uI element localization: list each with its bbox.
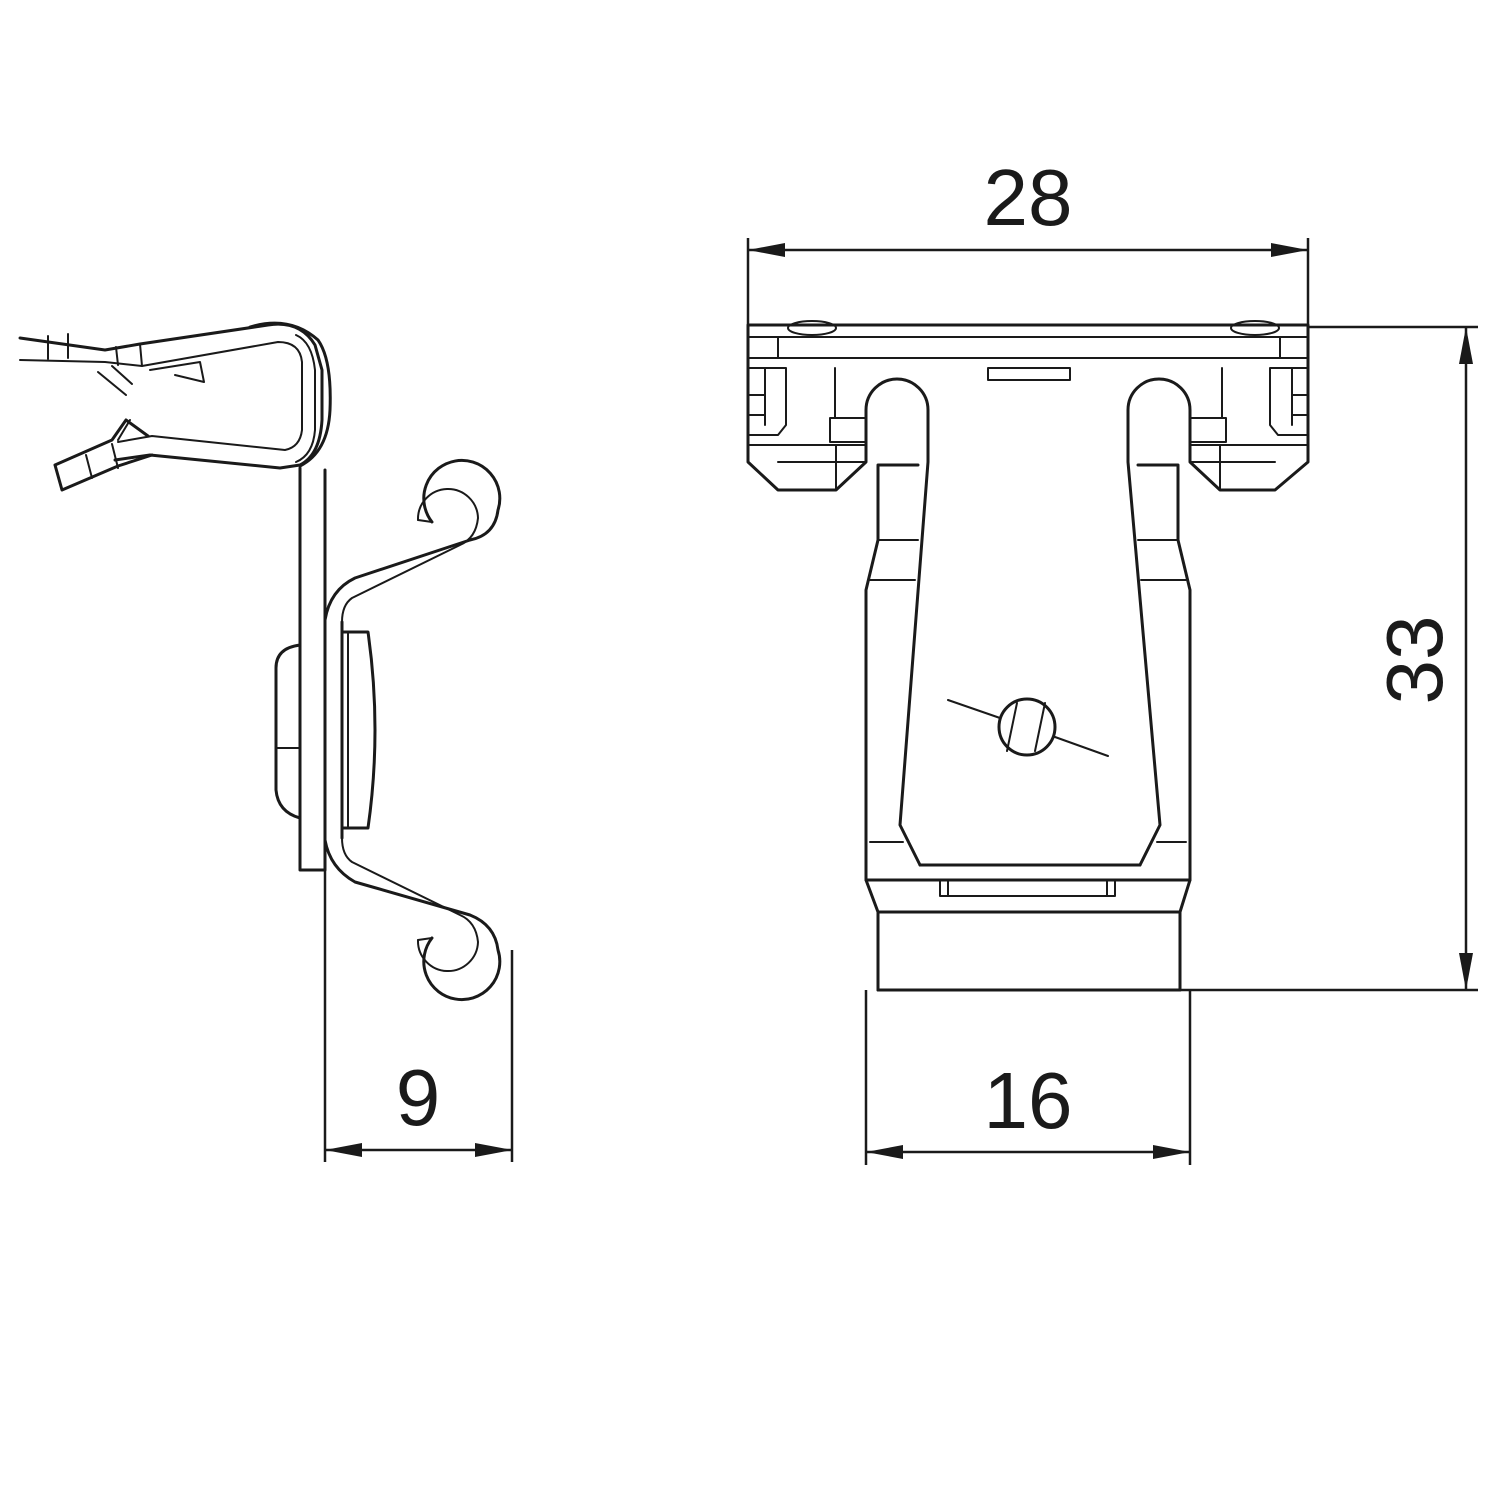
- front-top-plate: [746, 323, 1310, 492]
- front-view: 28 16 33: [746, 153, 1478, 1165]
- front-tab-right: [1269, 367, 1309, 436]
- side-view: 9: [18, 321, 514, 1162]
- side-spring-outer: [323, 458, 502, 622]
- front-rivet-left: [787, 320, 837, 336]
- side-clip-upper-ticks: [47, 333, 205, 396]
- front-base-slot-ends: [947, 879, 1108, 897]
- side-clip-lower-prong-ticks: [85, 419, 131, 479]
- front-arm-right: [1126, 377, 1192, 867]
- side-spring-hook-top-tip: [417, 519, 433, 523]
- front-screw: [997, 697, 1057, 757]
- front-plate-lower-edge: [747, 367, 1309, 491]
- side-clip-upper-arm: [18, 322, 324, 470]
- side-clip-lower-prong: [53, 418, 154, 492]
- dim-33-label: 33: [1370, 616, 1459, 705]
- dim-16-arrow-right: [1153, 1145, 1190, 1159]
- dim-33-arrow-bottom: [1459, 953, 1473, 990]
- side-clip-nose: [248, 321, 332, 468]
- side-clip-upper-arm-inner: [19, 341, 303, 451]
- front-center-notch: [987, 367, 1071, 381]
- side-clip-nose-inner: [295, 334, 316, 463]
- front-screw-axis: [947, 699, 1109, 757]
- dim-28-arrow-left: [748, 243, 785, 257]
- side-spring-lower: [323, 838, 502, 1002]
- dim-28-label: 28: [984, 153, 1073, 242]
- dim-28-arrow-right: [1271, 243, 1308, 257]
- front-base: [864, 863, 1192, 992]
- side-body-bump: [274, 643, 302, 820]
- dim-16-label: 16: [984, 1056, 1073, 1145]
- front-body-left: [864, 463, 920, 992]
- front-screw-slot: [1006, 702, 1046, 752]
- side-spring-hook-bottom-tip: [417, 937, 433, 941]
- side-back-plate: [298, 466, 327, 872]
- dim-9-label: 9: [396, 1053, 441, 1142]
- front-block-left: [829, 417, 867, 443]
- front-base-slot: [939, 879, 1116, 897]
- side-inner-pad: [340, 620, 377, 840]
- front-top-plate-inner: [747, 336, 1309, 359]
- front-arm-left: [864, 377, 930, 867]
- dim-9-arrow-left: [325, 1143, 362, 1157]
- front-tab-left: [747, 367, 787, 436]
- dim-16-arrow-left: [866, 1145, 903, 1159]
- side-spring-hook-inner-bottom: [341, 837, 479, 972]
- side-spring-hook-inner-top: [341, 488, 479, 623]
- front-block-right: [1189, 417, 1227, 443]
- front-body-right-details: [1137, 539, 1187, 843]
- front-body-right: [1136, 463, 1192, 992]
- dim-9-arrow-right: [475, 1143, 512, 1157]
- front-rivet-right: [1230, 320, 1280, 336]
- dim-33-arrow-top: [1459, 327, 1473, 364]
- front-body-left-details: [869, 539, 919, 843]
